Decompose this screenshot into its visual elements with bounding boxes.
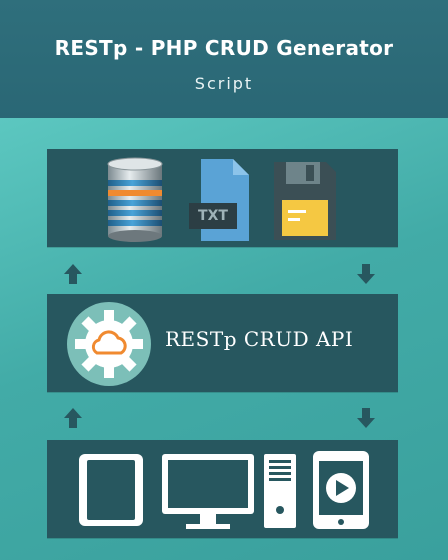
arrow-down-icon [357,408,375,428]
arrow-up-icon [64,264,82,284]
page-subtitle: Script [194,74,254,93]
tablet-icon [79,454,143,526]
txt-label: TXT [198,208,228,224]
smartphone-video-icon [313,451,369,529]
desktop-tower-icon [264,454,296,528]
api-label: RESTp CRUD API [165,327,354,351]
floppy-disk-icon [274,162,336,240]
database-icon [107,157,163,242]
gear-cloud-icon [67,302,151,386]
arrow-down-icon [357,264,375,284]
monitor-icon [162,454,254,529]
page-title: RESTp - PHP CRUD Generator [54,36,394,60]
txt-file-icon [189,159,249,241]
header-band [0,0,448,118]
arrow-up-icon [64,408,82,428]
